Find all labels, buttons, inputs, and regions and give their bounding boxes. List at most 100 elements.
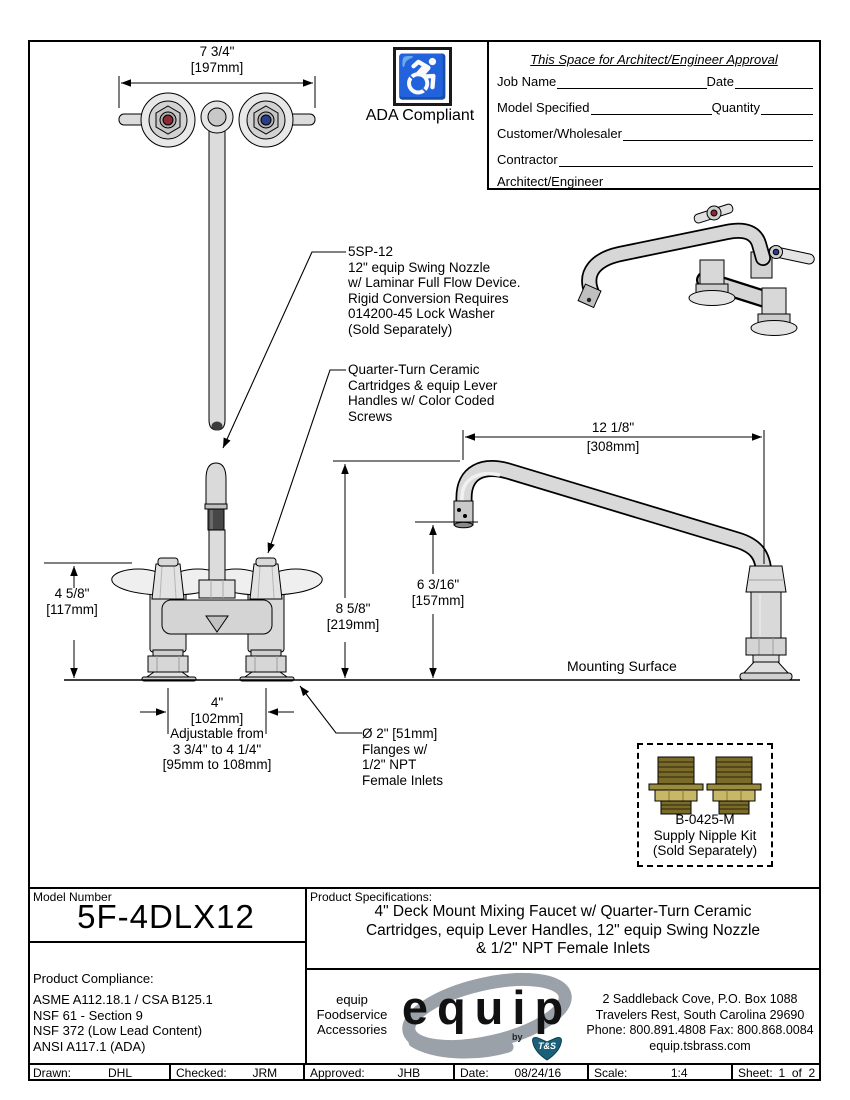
dim-spout-reach-mm: [308mm] (586, 439, 640, 454)
footer-date: Date: 08/24/16 (455, 1065, 587, 1081)
approval-title: This Space for Architect/Engineer Approv… (530, 52, 778, 67)
supply-kit-model: B-0425-M (675, 812, 735, 827)
footer-div-1 (169, 1063, 171, 1081)
supply-kit-text: B-0425-M Supply Nipple Kit (Sold Separat… (653, 812, 757, 859)
job-name-label: Job Name (497, 74, 557, 89)
riser-pipe (208, 529, 226, 585)
supply-kit-name: Supply Nipple Kit (653, 827, 757, 843)
side-view-drawing (453, 460, 793, 681)
compliance-list: ASME A112.18.1 / CSA B125.1 NSF 61 - Sec… (33, 992, 213, 1054)
footer-top-line (28, 1063, 821, 1065)
company-address: 2 Saddleback Cove, P.O. Box 1088 Travele… (586, 992, 814, 1053)
approval-row-customer: Customer/Wholesaler (497, 126, 813, 141)
contractor-label: Contractor (497, 152, 558, 167)
iso-cold-index (772, 248, 780, 256)
date-label: Date (706, 74, 734, 89)
callout-flanges: Ø 2" [51mm] Flanges w/ 1/2" NPT Female I… (362, 726, 444, 788)
footer-checked: Checked: JRM (171, 1065, 303, 1081)
spout-tip (453, 500, 474, 529)
dim-handle-height: 4 5/8" [117mm] (46, 586, 98, 617)
equip-logo-swoosh (402, 972, 572, 1059)
sheet-label: Sheet: (738, 1066, 773, 1080)
footer-sheet: Sheet: 1 of 2 (733, 1065, 821, 1081)
isometric-view-drawing (577, 203, 815, 336)
date-field[interactable] (735, 76, 813, 89)
quantity-field[interactable] (761, 102, 813, 115)
quantity-label: Quantity (711, 100, 760, 115)
callout-cartridges: Quarter-Turn Ceramic Cartridges & equip … (348, 362, 498, 424)
callout-swing-nozzle: 5SP-12 12" equip Swing Nozzle w/ Laminar… (348, 244, 521, 337)
approval-box: This Space for Architect/Engineer Approv… (487, 40, 821, 190)
dimension-lines (44, 430, 765, 734)
customer-field[interactable] (623, 128, 813, 141)
drawn-label: Drawn: (33, 1066, 72, 1080)
contractor-field[interactable] (558, 154, 813, 167)
dim-centers: 4" [102mm] Adjustable from 3 3/4" to 4 1… (162, 695, 272, 772)
footer-scale: Scale: 1:4 (589, 1065, 731, 1081)
hot-handle-plan (140, 92, 196, 148)
dim-spread-lines (118, 76, 316, 108)
approval-row-contractor: Contractor (497, 152, 813, 167)
drawing-border (28, 40, 821, 1081)
model-number: 5F-4DLX12 (77, 898, 255, 935)
cold-index-blue (260, 114, 272, 126)
product-specifications: 4" Deck Mount Mixing Faucet w/ Quarter-T… (365, 903, 761, 957)
customer-label: Customer/Wholesaler (497, 126, 622, 141)
supply-kit-note: (Sold Separately) (652, 843, 758, 858)
plan-nozzle-pipe (208, 121, 226, 431)
footer-div-3 (453, 1063, 455, 1081)
dim-spread-top: 7 3/4" [197mm] (190, 44, 244, 75)
sheet-value: 1 of 2 (778, 1066, 816, 1080)
leader-lines (222, 251, 362, 734)
nozzle-end-on (204, 462, 228, 531)
approved-label: Approved: (310, 1066, 365, 1080)
footer-div-5 (731, 1063, 733, 1081)
cold-handle-plan (238, 92, 294, 148)
brand-tagline: equip Foodservice Accessories (316, 992, 388, 1037)
nipple-right (706, 756, 762, 815)
logo-by-text: by (512, 1032, 523, 1042)
scale-label: Scale: (594, 1066, 628, 1080)
footer-approved: Approved: JHB (305, 1065, 453, 1081)
model-specified-field[interactable] (590, 102, 712, 115)
job-name-field[interactable] (557, 76, 707, 89)
checked-label: Checked: (176, 1066, 227, 1080)
approved-value: JHB (397, 1066, 421, 1080)
front-view-drawing (111, 462, 323, 682)
specs-box-bottom-line (305, 968, 821, 970)
architect-field[interactable] (604, 176, 813, 189)
model-number-label: Model Number (33, 890, 112, 904)
specs-label: Product Specifications: (310, 890, 433, 904)
titleblock-center-divider (305, 887, 307, 1063)
approval-row-architect: Architect/Engineer (497, 174, 813, 189)
scale-value: 1:4 (670, 1066, 688, 1080)
date-value: 08/24/16 (514, 1066, 562, 1080)
titleblock-top-line (28, 887, 821, 889)
approval-row-job: Job Name Date (497, 74, 813, 89)
ts-logo-icon (532, 1037, 562, 1061)
dim-total-height: 8 5/8" [219mm] (326, 601, 380, 632)
footer-drawn: Drawn: DHL (28, 1065, 169, 1081)
nipple-left (648, 756, 704, 815)
drawn-value: DHL (108, 1066, 133, 1080)
hot-index-red (162, 114, 174, 126)
dim-spout-reach-in: 12 1/8" (591, 420, 635, 435)
compliance-label: Product Compliance: (33, 971, 154, 986)
ada-compliant-box: ♿ (393, 47, 452, 106)
top-view-drawing (118, 76, 316, 431)
checked-value: JRM (252, 1066, 278, 1080)
wheelchair-icon: ♿ (396, 52, 449, 100)
model-box-bottom-line (28, 941, 305, 943)
equip-logo-word: equip (401, 981, 573, 1034)
date-value-label: Date: (460, 1066, 489, 1080)
model-specified-label: Model Specified (497, 100, 590, 115)
architect-label: Architect/Engineer (497, 174, 604, 189)
supply-kit-box (637, 743, 773, 867)
footer-div-4 (587, 1063, 589, 1081)
iso-hot-index (710, 209, 718, 217)
ts-logo-text: T&S (538, 1041, 556, 1051)
footer-div-2 (303, 1063, 305, 1081)
ada-compliant-label: ADA Compliant (365, 107, 475, 124)
